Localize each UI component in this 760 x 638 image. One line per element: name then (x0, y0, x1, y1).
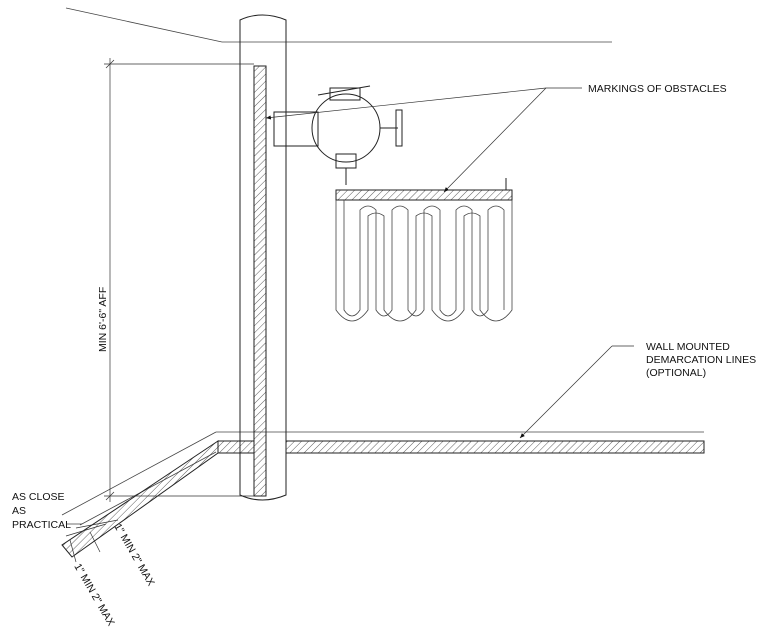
wall-lines-label-2: DEMARCATION LINES (646, 354, 756, 366)
heater-coil-obstacle (335, 178, 513, 322)
close-label-1: AS CLOSE (12, 491, 65, 503)
column-marking-stripe (253, 65, 267, 497)
min-height-label: MIN 6'-6" AFF (97, 287, 109, 352)
gap-label-lower: 1" MIN 2" MAX (71, 562, 116, 629)
close-label-3: PRACTICAL (12, 519, 71, 531)
wall-lines-leader (519, 345, 634, 439)
stripe-width-dimension (69, 531, 101, 563)
close-label-2: AS (12, 505, 26, 517)
column (239, 14, 287, 501)
ceiling-lines (65, 7, 612, 43)
wall-lines-label-3: (OPTIONAL) (646, 367, 706, 379)
markings-label: MARKINGS OF OBSTACLES (588, 83, 727, 95)
wall-lines-label-1: WALL MOUNTED (646, 341, 730, 353)
gap-label-upper: 1" MIN 2" MAX (111, 522, 156, 589)
height-dimension (104, 58, 254, 502)
markings-leader (265, 87, 582, 193)
floor-marking-stripe (61, 440, 705, 558)
valve-obstacle (273, 85, 403, 185)
close-leader (65, 519, 119, 537)
obstacle-marking-plate (335, 189, 513, 201)
